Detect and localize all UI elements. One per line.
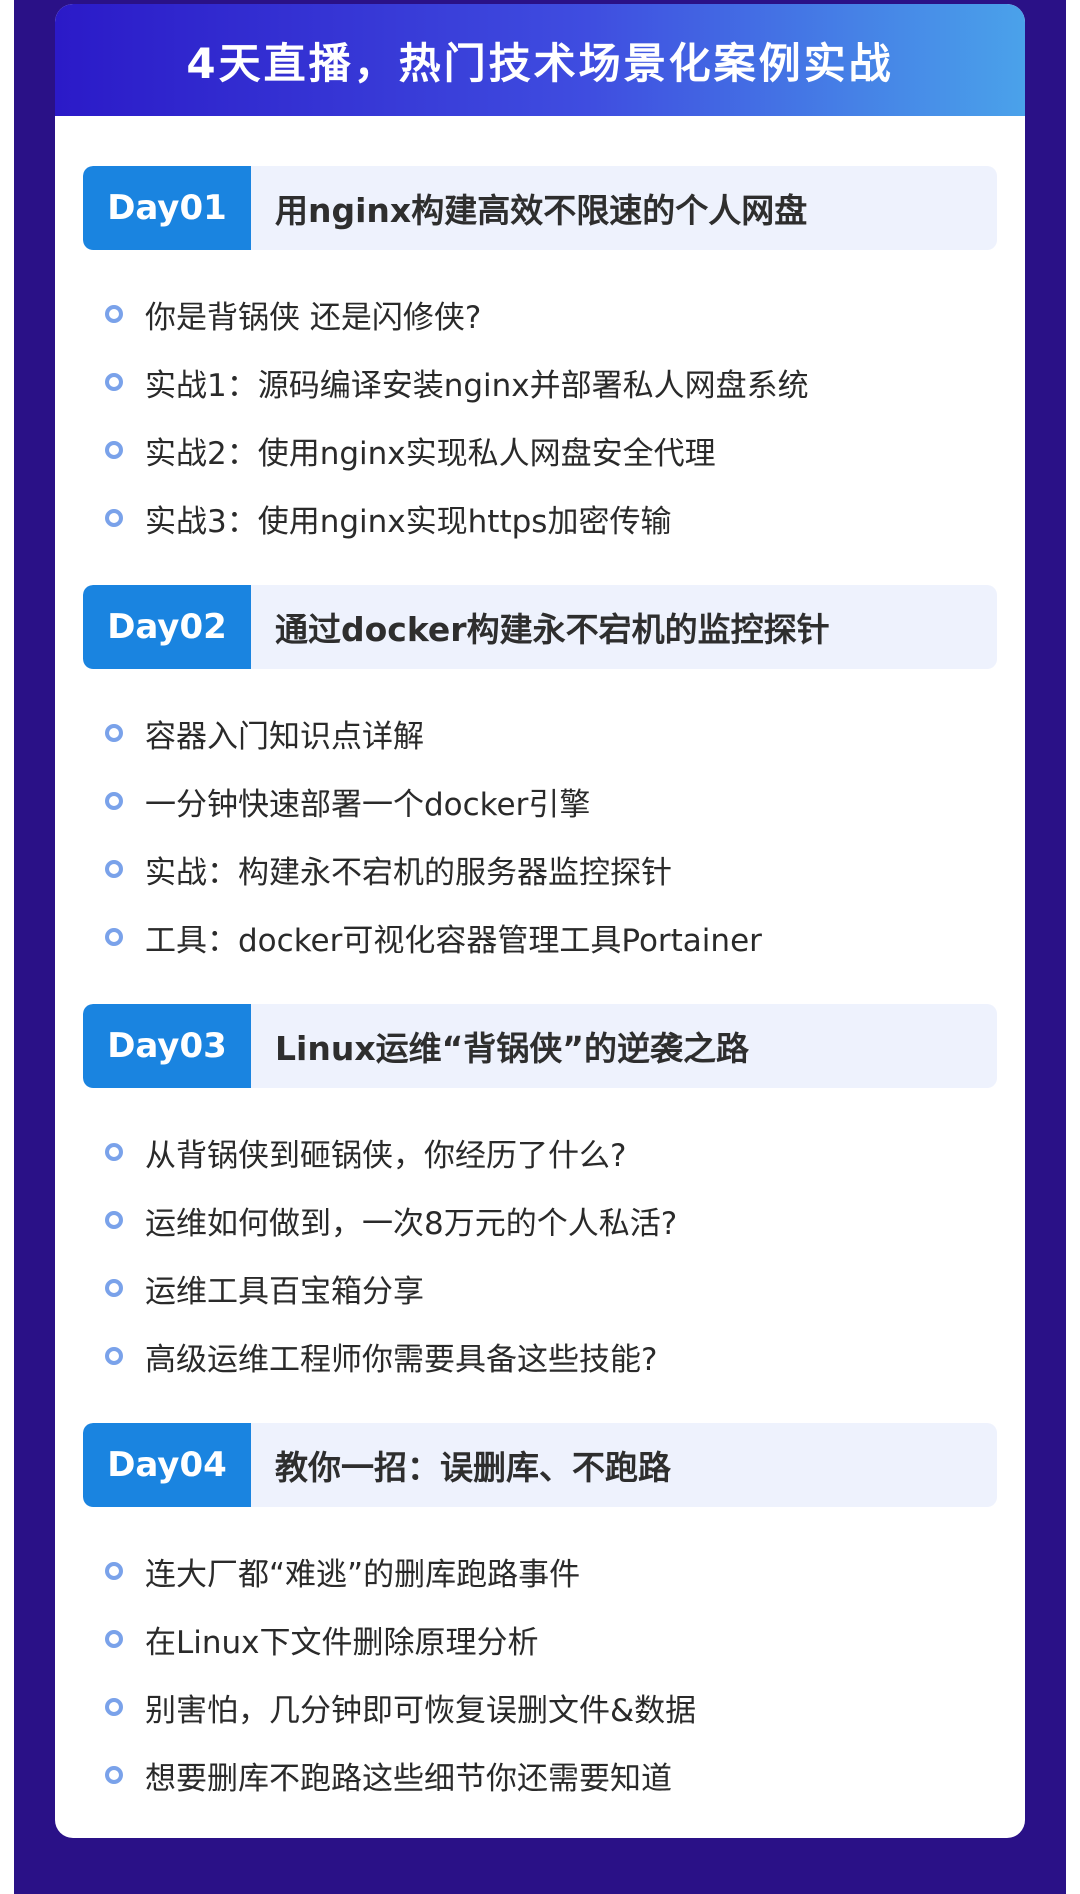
day-bar: Day04 教你一招：误删库、不跑路 bbox=[83, 1423, 997, 1507]
day-title: 教你一招：误删库、不跑路 bbox=[275, 1448, 671, 1487]
day-section-2: Day02 通过docker构建永不宕机的监控探针 容器入门知识点详解 一分钟快… bbox=[83, 585, 997, 971]
topic-list: 连大厂都“难逃”的删库跑路事件 在Linux下文件删除原理分析 别害怕，几分钟即… bbox=[83, 1537, 997, 1809]
list-item: 高级运维工程师你需要具备这些技能? bbox=[83, 1322, 997, 1390]
list-item-text: 运维工具百宝箱分享 bbox=[145, 1273, 424, 1310]
list-item: 实战1：源码编译安装nginx并部署私人网盘系统 bbox=[83, 348, 997, 416]
card-header: 4天直播，热门技术场景化案例实战 bbox=[55, 4, 1025, 116]
day-badge: Day03 bbox=[83, 1004, 251, 1088]
ring-bullet-icon bbox=[105, 1630, 123, 1648]
ring-bullet-icon bbox=[105, 441, 123, 459]
list-item-text: 一分钟快速部署一个docker引擎 bbox=[145, 786, 591, 823]
day-bar: Day02 通过docker构建永不宕机的监控探针 bbox=[83, 585, 997, 669]
day-title: 用nginx构建高效不限速的个人网盘 bbox=[275, 191, 808, 230]
ring-bullet-icon bbox=[105, 928, 123, 946]
list-item: 实战：构建永不宕机的服务器监控探针 bbox=[83, 835, 997, 903]
list-item-text: 想要删库不跑路这些细节你还需要知道 bbox=[145, 1760, 672, 1797]
list-item-text: 容器入门知识点详解 bbox=[145, 718, 424, 755]
day-section-3: Day03 Linux运维“背锅侠”的逆袭之路 从背锅侠到砸锅侠，你经历了什么?… bbox=[83, 1004, 997, 1390]
ring-bullet-icon bbox=[105, 1143, 123, 1161]
day-title: 通过docker构建永不宕机的监控探针 bbox=[275, 610, 830, 649]
list-item-text: 别害怕，几分钟即可恢复误删文件&数据 bbox=[145, 1692, 697, 1729]
list-item-text: 在Linux下文件删除原理分析 bbox=[145, 1624, 539, 1661]
list-item-text: 你是背锅侠 还是闪修侠? bbox=[145, 299, 482, 336]
list-item: 工具：docker可视化容器管理工具Portainer bbox=[83, 903, 997, 971]
list-item-text: 从背锅侠到砸锅侠，你经历了什么? bbox=[145, 1137, 627, 1174]
ring-bullet-icon bbox=[105, 509, 123, 527]
list-item: 运维工具百宝箱分享 bbox=[83, 1254, 997, 1322]
list-item-text: 实战1：源码编译安装nginx并部署私人网盘系统 bbox=[145, 367, 809, 404]
list-item: 实战3：使用nginx实现https加密传输 bbox=[83, 484, 997, 552]
left-edge-strip bbox=[0, 0, 14, 1894]
ring-bullet-icon bbox=[105, 1211, 123, 1229]
ring-bullet-icon bbox=[105, 1766, 123, 1784]
course-card: 4天直播，热门技术场景化案例实战 Day01 用nginx构建高效不限速的个人网… bbox=[55, 4, 1025, 1838]
list-item-text: 高级运维工程师你需要具备这些技能? bbox=[145, 1341, 658, 1378]
ring-bullet-icon bbox=[105, 1698, 123, 1716]
ring-bullet-icon bbox=[105, 724, 123, 742]
ring-bullet-icon bbox=[105, 373, 123, 391]
topic-list: 从背锅侠到砸锅侠，你经历了什么? 运维如何做到，一次8万元的个人私活? 运维工具… bbox=[83, 1118, 997, 1390]
list-item-text: 实战2：使用nginx实现私人网盘安全代理 bbox=[145, 435, 716, 472]
topic-list: 容器入门知识点详解 一分钟快速部署一个docker引擎 实战：构建永不宕机的服务… bbox=[83, 699, 997, 971]
list-item-text: 运维如何做到，一次8万元的个人私活? bbox=[145, 1205, 678, 1242]
day-badge: Day02 bbox=[83, 585, 251, 669]
list-item: 连大厂都“难逃”的删库跑路事件 bbox=[83, 1537, 997, 1605]
ring-bullet-icon bbox=[105, 1347, 123, 1365]
list-item: 容器入门知识点详解 bbox=[83, 699, 997, 767]
ring-bullet-icon bbox=[105, 860, 123, 878]
card-title: 4天直播，热门技术场景化案例实战 bbox=[186, 38, 894, 88]
day-bar: Day03 Linux运维“背锅侠”的逆袭之路 bbox=[83, 1004, 997, 1088]
list-item-text: 实战：构建永不宕机的服务器监控探针 bbox=[145, 854, 672, 891]
ring-bullet-icon bbox=[105, 1562, 123, 1580]
list-item: 在Linux下文件删除原理分析 bbox=[83, 1605, 997, 1673]
list-item-text: 实战3：使用nginx实现https加密传输 bbox=[145, 503, 672, 540]
list-item: 一分钟快速部署一个docker引擎 bbox=[83, 767, 997, 835]
ring-bullet-icon bbox=[105, 1279, 123, 1297]
day-title: Linux运维“背锅侠”的逆袭之路 bbox=[275, 1029, 749, 1068]
day-section-4: Day04 教你一招：误删库、不跑路 连大厂都“难逃”的删库跑路事件 在Linu… bbox=[83, 1423, 997, 1809]
day-badge: Day04 bbox=[83, 1423, 251, 1507]
list-item-text: 工具：docker可视化容器管理工具Portainer bbox=[145, 922, 762, 959]
list-item: 想要删库不跑路这些细节你还需要知道 bbox=[83, 1741, 997, 1809]
right-edge-strip bbox=[1066, 0, 1080, 1894]
day-section-1: Day01 用nginx构建高效不限速的个人网盘 你是背锅侠 还是闪修侠? 实战… bbox=[83, 166, 997, 552]
list-item: 运维如何做到，一次8万元的个人私活? bbox=[83, 1186, 997, 1254]
topic-list: 你是背锅侠 还是闪修侠? 实战1：源码编译安装nginx并部署私人网盘系统 实战… bbox=[83, 280, 997, 552]
ring-bullet-icon bbox=[105, 792, 123, 810]
ring-bullet-icon bbox=[105, 305, 123, 323]
list-item-text: 连大厂都“难逃”的删库跑路事件 bbox=[145, 1556, 581, 1593]
list-item: 从背锅侠到砸锅侠，你经历了什么? bbox=[83, 1118, 997, 1186]
list-item: 你是背锅侠 还是闪修侠? bbox=[83, 280, 997, 348]
list-item: 实战2：使用nginx实现私人网盘安全代理 bbox=[83, 416, 997, 484]
day-bar: Day01 用nginx构建高效不限速的个人网盘 bbox=[83, 166, 997, 250]
list-item: 别害怕，几分钟即可恢复误删文件&数据 bbox=[83, 1673, 997, 1741]
day-badge: Day01 bbox=[83, 166, 251, 250]
